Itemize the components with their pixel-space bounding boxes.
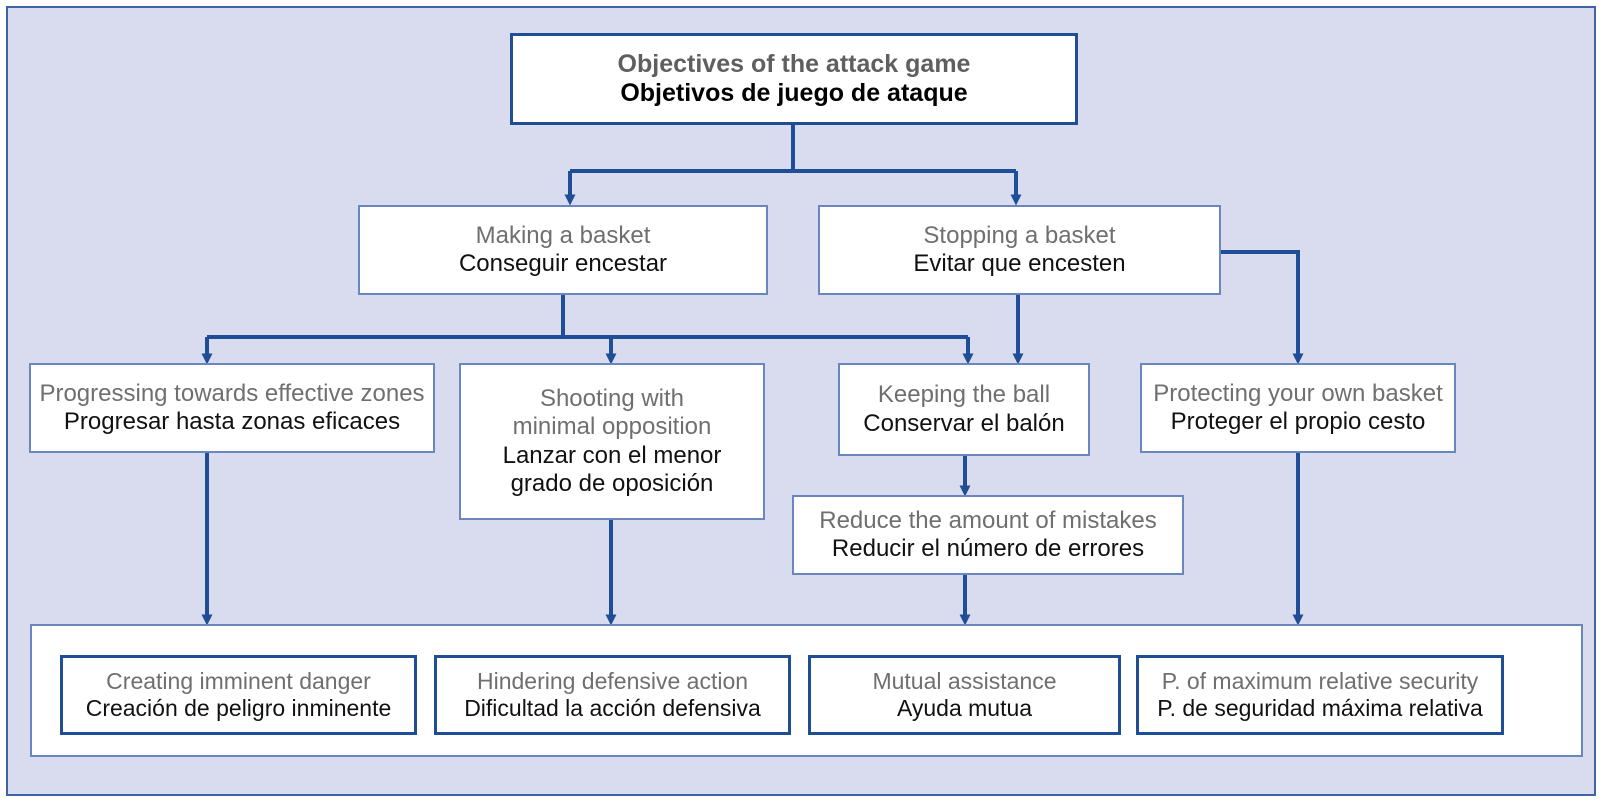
node-reduce-es: Reducir el número de errores [831,535,1145,562]
node-keeping-es: Conservar el balón [863,409,1065,437]
node-making-a-basket-es: Conseguir encestar [458,250,668,277]
node-shooting-es: Lanzar con el menor grado de oposición [502,441,722,497]
node-keeping-the-ball: Keeping the ball Conservar el balón [838,363,1090,456]
node-creating-danger-es: Creación de peligro inminente [85,695,392,721]
node-hindering-en: Hindering defensive action [476,667,749,694]
node-root: Objectives of the attack game Objetivos … [510,33,1078,125]
node-protecting-es: Proteger el propio cesto [1170,408,1426,435]
node-making-a-basket: Making a basket Conseguir encestar [358,205,768,295]
node-mutual-assistance: Mutual assistance Ayuda mutua [808,655,1121,735]
node-stopping-a-basket-en: Stopping a basket [923,221,1116,249]
node-reduce-the-amount-of-mistakes: Reduce the amount of mistakes Reducir el… [792,495,1184,575]
node-protecting-your-own-basket: Protecting your own basket Proteger el p… [1140,363,1456,453]
node-security-es: P. de seguridad máxima relativa [1157,695,1483,721]
node-creating-imminent-danger: Creating imminent danger Creación de pel… [60,655,417,735]
node-protecting-en: Protecting your own basket [1153,379,1443,407]
node-progressing-towards-effective-zones: Progressing towards effective zones Prog… [29,363,435,453]
node-progressing-en: Progressing towards effective zones [39,379,425,407]
node-root-es: Objetivos de juego de ataque [620,79,968,107]
node-creating-danger-en: Creating imminent danger [106,667,371,694]
node-stopping-a-basket: Stopping a basket Evitar que encesten [818,205,1221,295]
node-mutual-en: Mutual assistance [872,667,1057,694]
node-hindering-es: Dificultad la acción defensiva [464,695,761,721]
node-shooting-en: Shooting with minimal opposition [512,384,712,441]
node-progressing-es: Progresar hasta zonas eficaces [63,408,401,435]
node-shooting-with-minimal-opposition: Shooting with minimal opposition Lanzar … [459,363,765,520]
node-stopping-a-basket-es: Evitar que encesten [913,250,1126,277]
node-security-en: P. of maximum relative security [1161,667,1479,694]
node-root-en: Objectives of the attack game [617,49,971,78]
node-mutual-es: Ayuda mutua [896,695,1033,721]
node-hindering-defensive-action: Hindering defensive action Dificultad la… [434,655,791,735]
node-keeping-en: Keeping the ball [877,381,1051,409]
node-reduce-en: Reduce the amount of mistakes [819,506,1157,534]
node-making-a-basket-en: Making a basket [475,221,651,249]
node-maximum-relative-security: P. of maximum relative security P. de se… [1136,655,1504,735]
